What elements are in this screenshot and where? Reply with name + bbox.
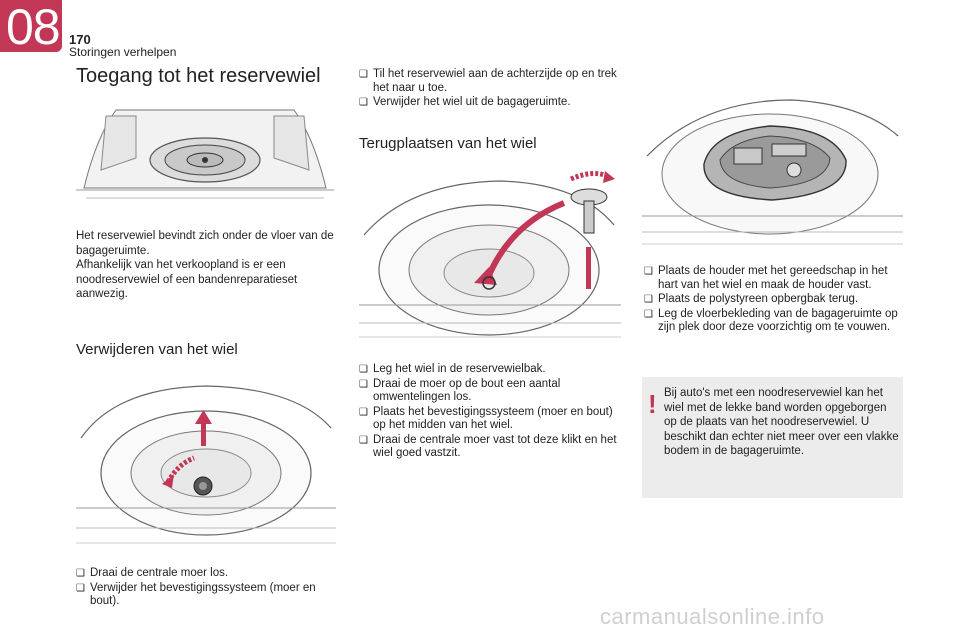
checkbox-bullet-icon: ❑ bbox=[76, 568, 85, 579]
list-item: ❑Verwijder het wiel uit de bagageruimte. bbox=[359, 96, 571, 108]
holder-steps: ❑Plaats de houder met het gereedschap in… bbox=[644, 265, 906, 336]
list-item: ❑Draai de centrale moer vast tot deze kl… bbox=[359, 433, 617, 460]
checkbox-bullet-icon: ❑ bbox=[359, 434, 368, 446]
refit-illustration bbox=[359, 165, 621, 350]
checkbox-bullet-icon: ❑ bbox=[644, 266, 653, 277]
note-text: Bij auto's met een noodreservewiel kan h… bbox=[664, 387, 899, 457]
chapter-tab: 08 bbox=[0, 0, 62, 55]
checkbox-bullet-icon: ❑ bbox=[359, 406, 368, 418]
checkbox-bullet-icon: ❑ bbox=[359, 69, 368, 80]
checkbox-bullet-icon: ❑ bbox=[359, 97, 368, 108]
list-item: ❑Plaats de houder met het gereedschap in… bbox=[644, 265, 888, 291]
chapter-number: 08 bbox=[6, 0, 61, 55]
intro-line-1: Het reservewiel bevindt zich onder de vl… bbox=[76, 230, 334, 257]
list-item: ❑Draai de centrale moer los. bbox=[76, 567, 229, 579]
intro-line-2: Afhankelijk van het verkoopland is er ee… bbox=[76, 259, 298, 300]
list-item: ❑Leg het wiel in de reservewielbak. bbox=[359, 363, 546, 375]
checkbox-bullet-icon: ❑ bbox=[359, 378, 368, 390]
list-item: ❑Draai de moer op de bout een aantal omw… bbox=[359, 377, 561, 404]
page-title: Toegang tot het reservewiel bbox=[76, 65, 321, 87]
list-item: ❑Verwijder het bevestigingssysteem (moer… bbox=[76, 581, 316, 608]
tool-holder-illustration bbox=[642, 96, 903, 248]
warning-icon: ! bbox=[648, 389, 657, 419]
remove-illustration bbox=[76, 378, 336, 554]
refit-steps: ❑Leg het wiel in de reservewielbak. ❑Dra… bbox=[359, 363, 621, 462]
remove-steps: ❑Draai de centrale moer los. ❑Verwijder … bbox=[76, 567, 334, 610]
list-item: ❑Til het reservewiel aan de achterzijde … bbox=[359, 68, 617, 94]
checkbox-bullet-icon: ❑ bbox=[76, 582, 85, 594]
section-title: Storingen verhelpen bbox=[69, 45, 177, 59]
watermark: carmanualsonline.info bbox=[600, 604, 825, 629]
note-box: ! Bij auto's met een noodreservewiel kan… bbox=[642, 377, 903, 498]
list-item: ❑Leg de vloerbekleding van de bagageruim… bbox=[644, 307, 898, 334]
checkbox-bullet-icon: ❑ bbox=[644, 308, 653, 320]
list-item: ❑Plaats het bevestigingssysteem (moer en… bbox=[359, 405, 613, 432]
trunk-illustration bbox=[76, 98, 334, 203]
list-item: ❑Plaats de polystyreen opbergbak terug. bbox=[644, 293, 859, 305]
checkbox-bullet-icon: ❑ bbox=[644, 294, 653, 305]
remove-heading: Verwijderen van het wiel bbox=[76, 341, 238, 358]
page-number: 170 bbox=[69, 32, 91, 47]
refit-heading: Terugplaatsen van het wiel bbox=[359, 135, 537, 152]
lift-steps: ❑Til het reservewiel aan de achterzijde … bbox=[359, 68, 621, 111]
checkbox-bullet-icon: ❑ bbox=[359, 364, 368, 375]
